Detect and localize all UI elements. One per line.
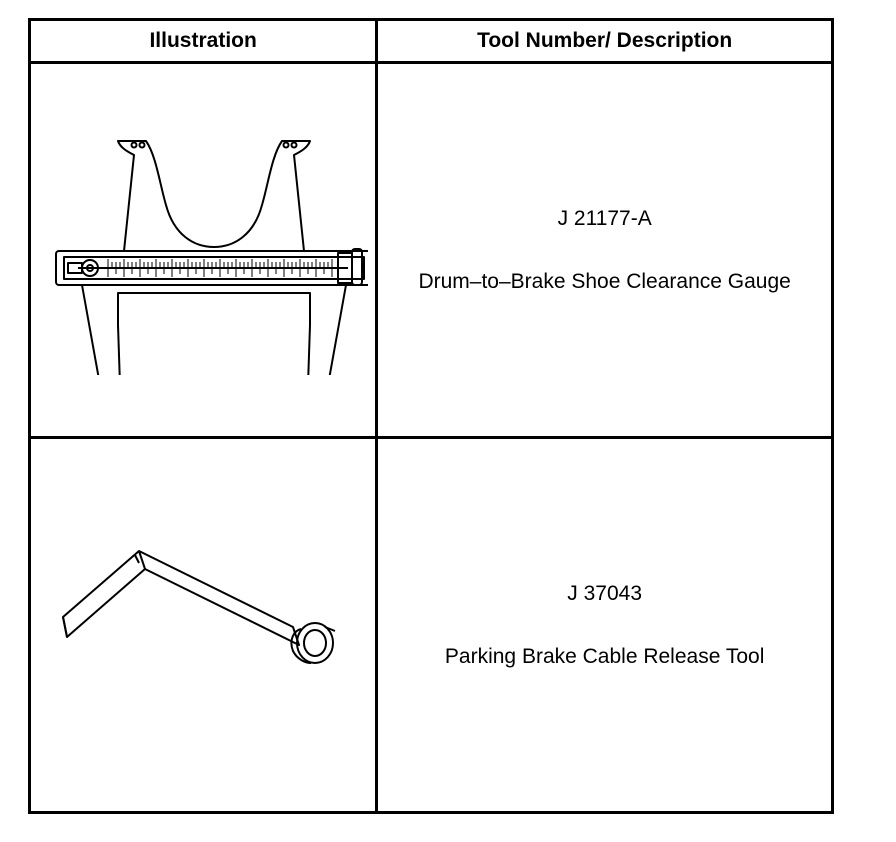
tool-table: Illustration Tool Number/ Description [27, 18, 834, 814]
table-row: J 37043 Parking Brake Cable Release Tool [27, 436, 834, 814]
table-row: J 21177-A Drum–to–Brake Shoe Clearance G… [27, 61, 834, 439]
description-cell: J 21177-A Drum–to–Brake Shoe Clearance G… [375, 61, 834, 439]
header-illustration: Illustration [27, 18, 379, 64]
tool-description: Drum–to–Brake Shoe Clearance Gauge [418, 270, 791, 293]
illustration-cell [27, 436, 379, 814]
parking-brake-cable-release-tool-icon [62, 550, 336, 664]
header-description: Tool Number/ Description [375, 18, 834, 64]
description-cell: J 37043 Parking Brake Cable Release Tool [375, 436, 834, 814]
tool-number: J 21177-A [557, 207, 652, 230]
illustration-cell [27, 61, 379, 439]
tool-description: Parking Brake Cable Release Tool [444, 645, 765, 668]
tool-number: J 37043 [567, 582, 643, 605]
header-row: Illustration Tool Number/ Description [27, 18, 834, 64]
brake-shoe-clearance-gauge-icon [55, 140, 369, 375]
